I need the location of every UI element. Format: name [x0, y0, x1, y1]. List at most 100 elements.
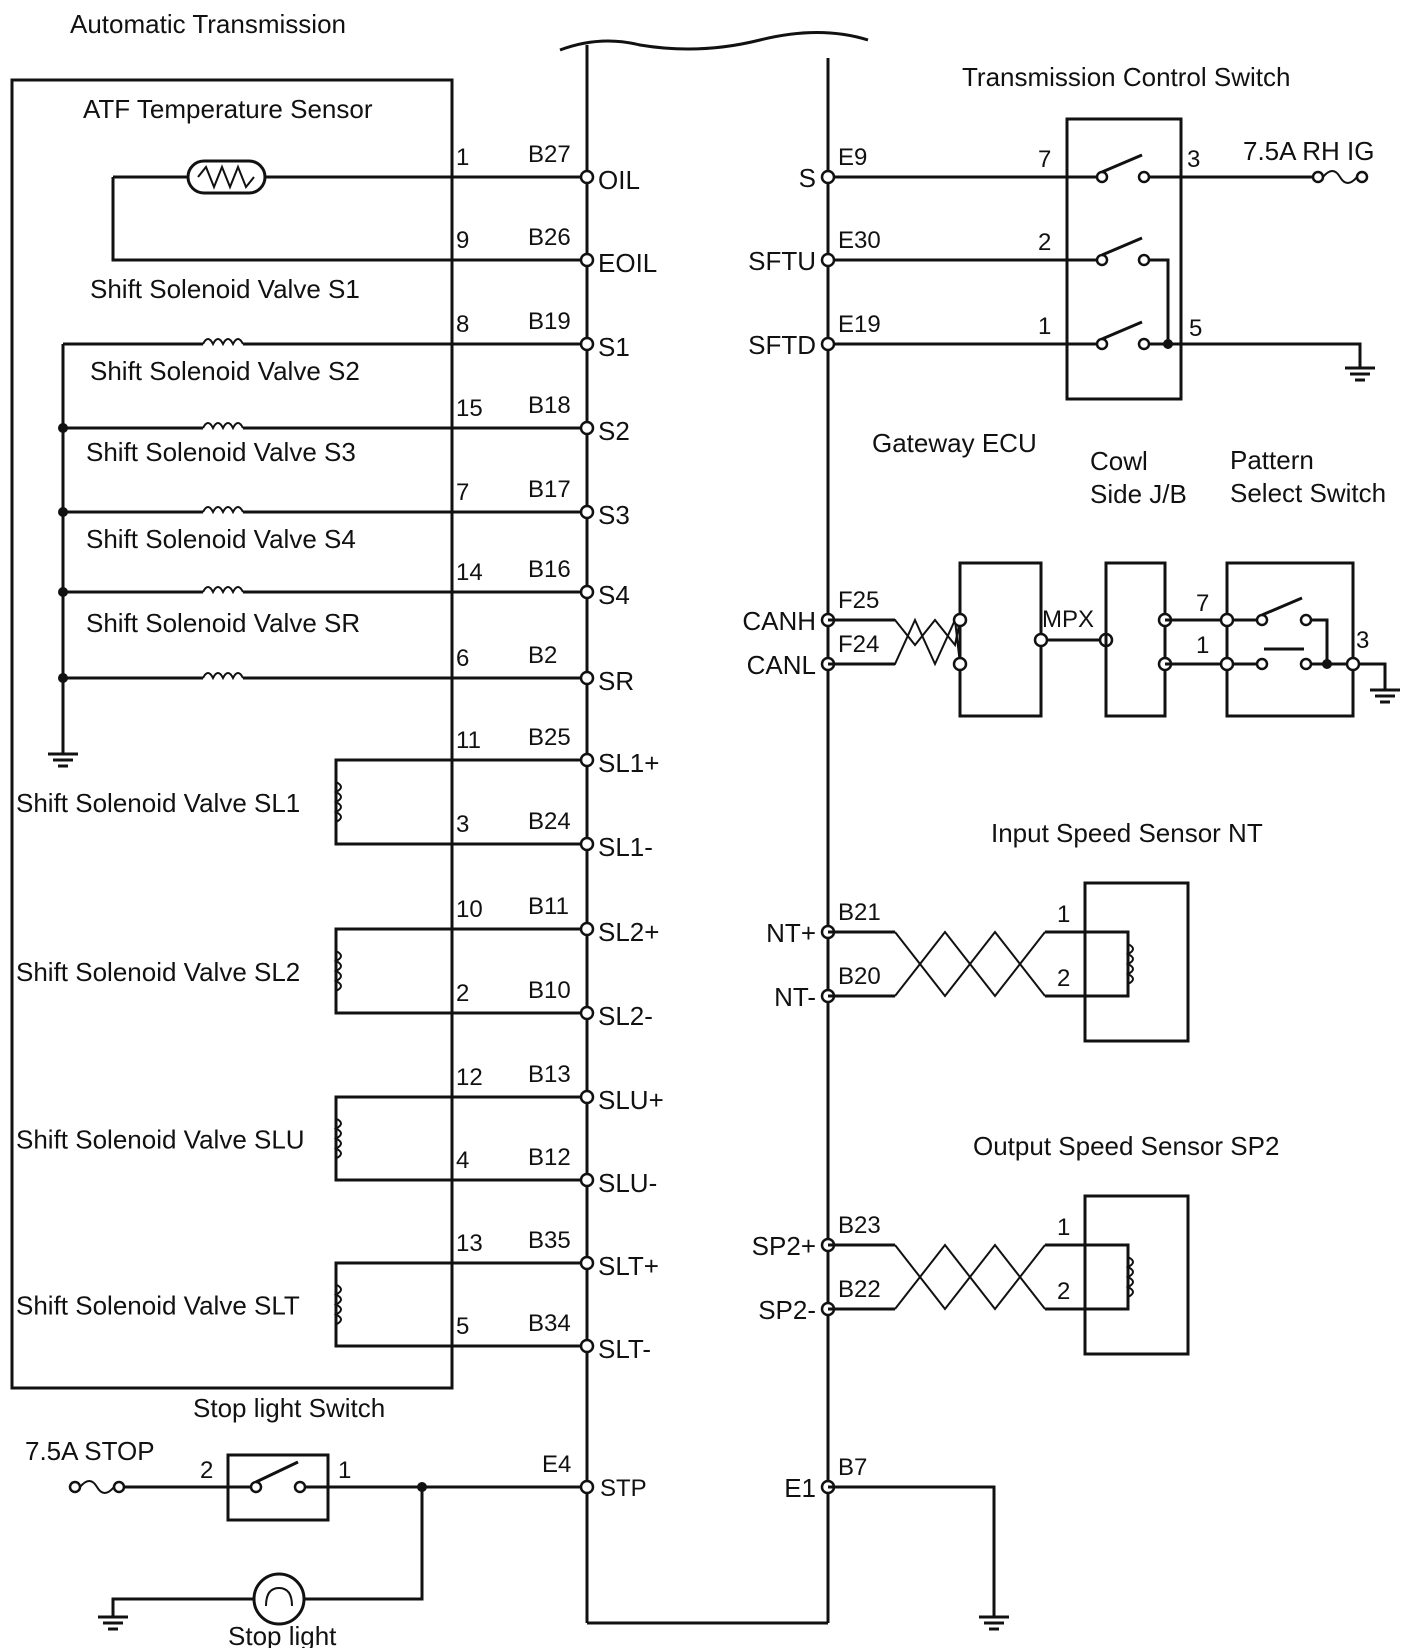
ground-icon: [1370, 688, 1400, 704]
connector-label: B13: [528, 1061, 571, 1088]
terminal-label: S4: [598, 580, 630, 610]
terminal-label: SL1+: [598, 748, 659, 778]
connector-label: B23: [838, 1212, 881, 1239]
rh-ig-fuse-label: 7.5A RH IG: [1243, 136, 1375, 166]
device-pin: 9: [456, 227, 469, 254]
far-pin: 2: [1038, 229, 1051, 256]
connector-label: B21: [838, 899, 881, 926]
solenoid-label: Shift Solenoid Valve SR: [86, 608, 360, 638]
thermistor-icon: [186, 159, 267, 195]
connector-label: B26: [528, 224, 571, 251]
connector-label: B35: [528, 1227, 571, 1254]
terminal-point: [579, 252, 595, 268]
terminal-point: [579, 584, 595, 600]
tcs-pin-5: 5: [1189, 315, 1202, 342]
terminal-label: OIL: [598, 165, 640, 195]
terminal-label: SLT+: [598, 1251, 659, 1281]
connector-label: F24: [838, 631, 879, 658]
switch-contact-icon: [1255, 596, 1313, 671]
device-pin: 4: [456, 1147, 469, 1174]
output-speed-sensor-title: Output Speed Sensor SP2: [973, 1131, 1279, 1161]
duty-solenoid-slt: Shift Solenoid Valve SLT: [16, 1261, 587, 1348]
e1-ground: [828, 1485, 1009, 1631]
pattern-pin-1: 1: [1196, 632, 1209, 659]
terminal-label: SR: [598, 666, 634, 696]
connector-label: B19: [528, 308, 571, 335]
cowl-side-jb-box: [1104, 561, 1167, 718]
solenoid-coil-icon: [202, 506, 244, 515]
terminal-label: CANL: [747, 650, 816, 680]
stop-light-circuit: Stop light Switch 7.5A STOP 2 1 Stop lig…: [25, 1393, 647, 1648]
device-pin: 3: [456, 811, 469, 838]
connector-label: E9: [838, 144, 867, 171]
connector-label: F25: [838, 587, 879, 614]
terminal-label: EOIL: [598, 248, 657, 278]
solenoid-label: Shift Solenoid Valve SL1: [16, 788, 300, 818]
connector-label: E19: [838, 311, 881, 338]
stp-connector: E4: [542, 1451, 571, 1478]
twisted-pair-wire: [894, 930, 1046, 998]
transmission-control-switch: Transmission Control Switch 7.5A RH IG 3…: [962, 62, 1375, 401]
switch-contact-icon: [1095, 153, 1151, 351]
terminal-point: [579, 1338, 595, 1354]
transmission-control-switch-title: Transmission Control Switch: [962, 62, 1290, 92]
terminal-point: [820, 252, 836, 268]
device-pin: 2: [456, 980, 469, 1007]
mpx-label: MPX: [1042, 606, 1094, 633]
solenoid-label: Shift Solenoid Valve S3: [86, 437, 356, 467]
stop-fuse-label: 7.5A STOP: [25, 1436, 155, 1466]
terminal-label: SP2-: [758, 1295, 816, 1325]
terminal-point: [579, 336, 595, 352]
connector-label: B20: [838, 963, 881, 990]
connector-label: B7: [838, 1454, 867, 1481]
solenoid-label: Shift Solenoid Valve SLT: [16, 1291, 300, 1321]
device-pin: 15: [456, 395, 483, 422]
connector-label: B2: [528, 642, 557, 669]
solenoid-coil-icon: [202, 422, 244, 431]
terminal-point: [820, 169, 836, 185]
solenoid-valves-s-group: [48, 338, 587, 768]
solenoid-coil-icon: [1125, 943, 1134, 985]
far-pin: 2: [1057, 965, 1070, 992]
solenoid-coil-icon: [202, 586, 244, 595]
device-pin: 13: [456, 1230, 483, 1257]
terminal-label: SL1-: [598, 832, 653, 862]
terminal-label: SL2-: [598, 1001, 653, 1031]
terminal-point: [579, 504, 595, 520]
solenoid-label: Shift Solenoid Valve SL2: [16, 957, 300, 987]
stp-terminal: STP: [600, 1475, 647, 1502]
stp-terminal-point: [579, 1479, 595, 1495]
stop-switch-pin-1: 1: [338, 1457, 351, 1484]
automatic-transmission-box: [10, 78, 454, 1390]
duty-solenoid-sl2: Shift Solenoid Valve SL2: [16, 927, 587, 1015]
terminal-label: SLU+: [598, 1085, 664, 1115]
ecu-body: [559, 31, 869, 1625]
device-pin: 14: [456, 559, 483, 586]
far-pin: 1: [1057, 1214, 1070, 1241]
device-pin: 11: [456, 727, 481, 754]
ground-icon: [979, 1615, 1009, 1631]
solenoid-coil-icon: [333, 950, 342, 992]
solenoid-coil-icon: [333, 1117, 342, 1160]
can-twisted-pair: [828, 616, 961, 667]
terminal-label: E1: [784, 1473, 816, 1503]
terminal-label: SL2+: [598, 917, 659, 947]
solenoid-label: Shift Solenoid Valve S1: [90, 274, 360, 304]
